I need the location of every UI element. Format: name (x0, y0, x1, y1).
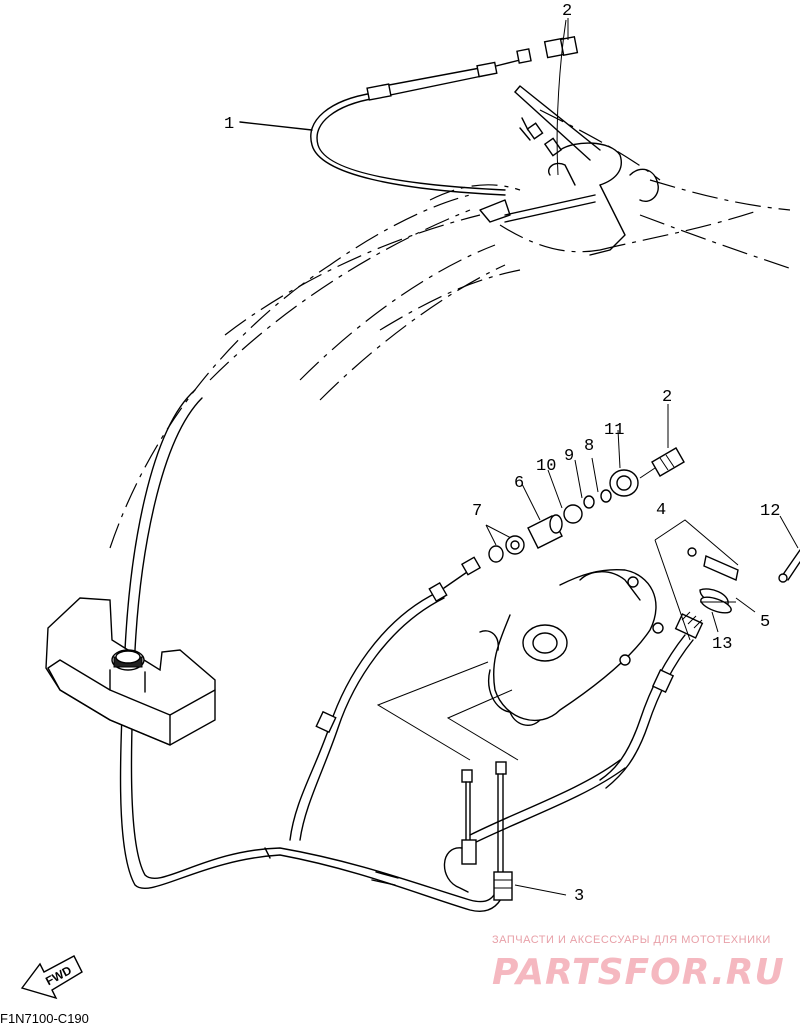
watermark-caption: ЗАПЧАСТИ И АКСЕССУАРЫ ДЛЯ МОТОТЕХНИКИ (492, 934, 771, 946)
cable-mount-block (45, 597, 216, 746)
hub-assembly (479, 568, 664, 726)
callout-8: 8 (584, 437, 594, 456)
callout-1: 1 (224, 115, 234, 134)
callout-2-top: 2 (562, 2, 572, 21)
bracket-group (687, 547, 739, 614)
callout-5: 5 (760, 613, 770, 632)
handlebar-assembly (479, 85, 659, 256)
callout-lines (514, 18, 799, 896)
center-cable (289, 556, 626, 846)
callout-6: 6 (514, 474, 524, 493)
diagram-code: F1N7100-C190 (0, 1011, 89, 1026)
gear-cable (599, 611, 704, 789)
callout-11: 11 (604, 421, 624, 440)
lower-fittings (443, 761, 513, 901)
callout-2-mid: 2 (662, 388, 672, 407)
callout-13: 13 (712, 635, 732, 654)
part-12-sensor (778, 549, 800, 583)
callout-9: 9 (564, 447, 574, 466)
fender-outline (109, 109, 796, 549)
callout-12: 12 (760, 502, 780, 521)
callout-3: 3 (574, 887, 584, 906)
meter-cable-lower (119, 389, 506, 912)
callout-7: 7 (472, 502, 482, 521)
callout-labels: 1 2 2 3 4 5 6 7 8 9 10 11 12 13 (224, 2, 780, 906)
callout-4: 4 (656, 501, 666, 520)
watermark: ЗАПЧАСТИ И АКСЕССУАРЫ ДЛЯ МОТОТЕХНИКИ PA… (492, 934, 785, 993)
meter-cable-upper (239, 35, 579, 196)
fwd-arrow: FWD (20, 955, 83, 1000)
callout-10: 10 (536, 457, 556, 476)
watermark-brand: PARTSFOR.RU (492, 952, 785, 993)
gear-parts-row (488, 447, 685, 563)
